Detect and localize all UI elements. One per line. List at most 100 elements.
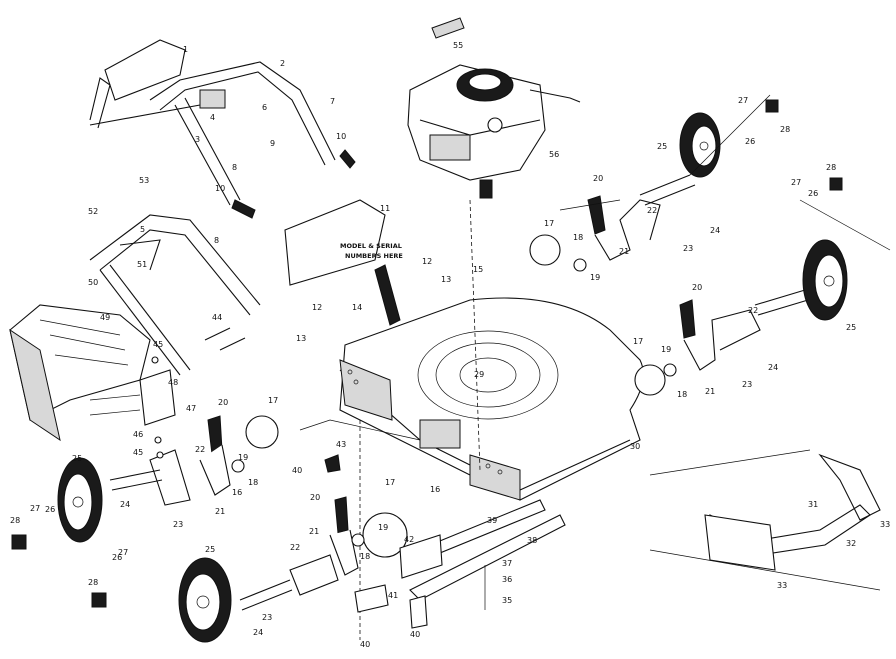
part-label-25-4: 25 xyxy=(205,545,215,554)
part-label-52: 52 xyxy=(88,207,98,216)
part-label-40-2: 40 xyxy=(410,630,420,639)
part-label-17-3: 17 xyxy=(268,396,278,405)
part-label-31: 31 xyxy=(808,500,818,509)
part-label-26-1: 26 xyxy=(745,137,755,146)
part-label-27-2: 27 xyxy=(791,178,801,187)
upper-handle xyxy=(89,39,336,206)
part-label-4: 4 xyxy=(210,113,215,122)
part-label-41: 41 xyxy=(388,591,398,600)
wheel-left-upper xyxy=(57,457,103,543)
engine xyxy=(407,64,546,199)
part-label-26-4: 26 xyxy=(112,553,122,562)
wheel-left-lower xyxy=(178,557,232,643)
part-label-22-4: 22 xyxy=(290,543,300,552)
part-label-45-2: 45 xyxy=(133,448,143,457)
part-label-22-1: 22 xyxy=(647,206,657,215)
part-label-33-2: 33 xyxy=(777,581,787,590)
part-label-17-1: 17 xyxy=(544,219,554,228)
part-label-18-3: 18 xyxy=(248,478,258,487)
part-label-37: 37 xyxy=(502,559,512,568)
part-label-27-3: 27 xyxy=(30,504,40,513)
gear-plates xyxy=(231,234,677,558)
part-label-10-1: 10 xyxy=(336,132,346,141)
part-label-28-4: 28 xyxy=(88,578,98,587)
height-adjuster-left xyxy=(109,415,231,506)
part-label-21-3: 21 xyxy=(215,507,225,516)
part-label-18-2: 18 xyxy=(677,390,687,399)
part-label-20-1: 20 xyxy=(593,174,603,183)
part-label-23-2: 23 xyxy=(742,380,752,389)
part-label-25-1: 25 xyxy=(657,142,667,151)
part-label-28-2: 28 xyxy=(826,163,836,172)
part-label-17-2: 17 xyxy=(633,337,643,346)
part-label-16-1: 16 xyxy=(232,488,242,497)
part-label-25-3: 25 xyxy=(72,454,82,463)
part-label-20-2: 20 xyxy=(692,283,702,292)
part-label-25-2: 25 xyxy=(846,323,856,332)
part-label-16-2: 16 xyxy=(430,485,440,494)
part-label-5: 5 xyxy=(140,225,145,234)
wheel-right xyxy=(802,239,848,321)
grass-catcher xyxy=(9,304,151,442)
part-label-36: 36 xyxy=(502,575,512,584)
part-label-22-2: 22 xyxy=(748,306,758,315)
part-label-8-2: 8 xyxy=(214,236,219,245)
part-55-shape xyxy=(431,17,465,39)
part-label-49: 49 xyxy=(100,313,110,322)
part-label-14: 14 xyxy=(352,303,362,312)
part-label-21-1: 21 xyxy=(619,247,629,256)
part-label-21-2: 21 xyxy=(705,387,715,396)
part-label-33-1: 33 xyxy=(880,520,890,529)
part-label-24-1: 24 xyxy=(710,226,720,235)
height-adjuster-top xyxy=(587,174,696,261)
part-label-30: 30 xyxy=(630,442,640,451)
lower-handle xyxy=(89,214,261,376)
part-label-55: 55 xyxy=(453,41,463,50)
part-label-23-1: 23 xyxy=(683,244,693,253)
part-label-19-1: 19 xyxy=(590,273,600,282)
part-label-46: 46 xyxy=(133,430,143,439)
part-label-18-4: 18 xyxy=(360,552,370,561)
part-label-44: 44 xyxy=(212,313,222,322)
part-label-28-1: 28 xyxy=(780,125,790,134)
part-label-51: 51 xyxy=(137,260,147,269)
part-label-7: 7 xyxy=(330,97,335,106)
rear-deflector xyxy=(649,449,881,591)
part-label-24-2: 24 xyxy=(768,363,778,372)
blade xyxy=(399,499,566,610)
part-label-47: 47 xyxy=(186,404,196,413)
part-label-42: 42 xyxy=(404,535,414,544)
part-label-11: 11 xyxy=(380,204,390,213)
part-label-48: 48 xyxy=(168,378,178,387)
part-label-6: 6 xyxy=(262,103,267,112)
part-label-13-1: 13 xyxy=(296,334,306,343)
part-label-18-1: 18 xyxy=(573,233,583,242)
part-label-50: 50 xyxy=(88,278,98,287)
part-label-27-1: 27 xyxy=(738,96,748,105)
note-line-1: MODEL & SERIAL xyxy=(340,242,402,250)
part-label-26-3: 26 xyxy=(45,505,55,514)
part-label-39: 39 xyxy=(487,516,497,525)
part-label-23-4: 23 xyxy=(262,613,272,622)
part-label-28-3: 28 xyxy=(10,516,20,525)
note-line-2: NUMBERS HERE xyxy=(345,252,403,260)
part-label-19-4: 19 xyxy=(378,523,388,532)
mower-deck xyxy=(339,297,644,501)
height-adjuster-right xyxy=(679,289,809,371)
part-label-17-4: 17 xyxy=(385,478,395,487)
part-label-38: 38 xyxy=(527,536,537,545)
wheel-top-right xyxy=(679,112,721,178)
part-label-43: 43 xyxy=(336,440,346,449)
part-label-1: 1 xyxy=(183,45,188,54)
part-label-9: 9 xyxy=(270,139,275,148)
part-label-29: 29 xyxy=(474,370,484,379)
part-label-2: 2 xyxy=(280,59,285,68)
part-label-19-2: 19 xyxy=(661,345,671,354)
height-adjuster-bottom xyxy=(239,496,359,611)
part-label-53: 53 xyxy=(139,176,149,185)
part-label-15: 15 xyxy=(473,265,483,274)
part-label-24-4: 24 xyxy=(253,628,263,637)
part-label-3: 3 xyxy=(195,135,200,144)
